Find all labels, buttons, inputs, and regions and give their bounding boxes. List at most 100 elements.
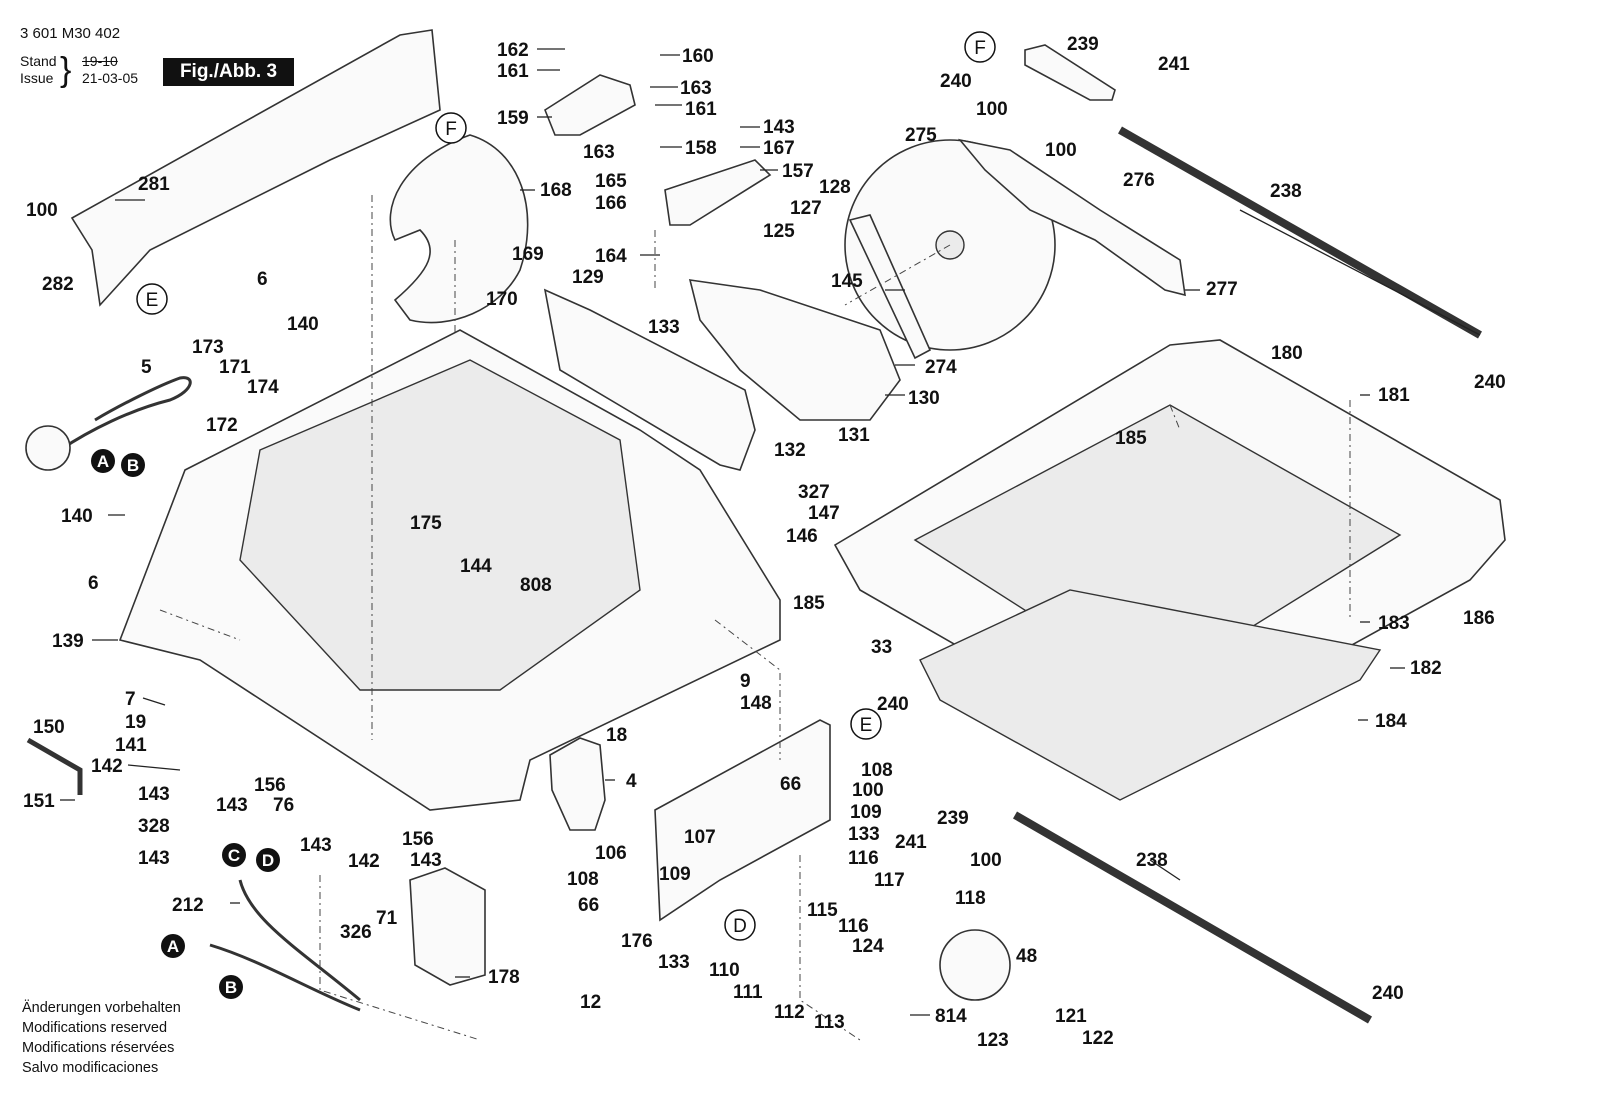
part-label: 116: [848, 848, 879, 869]
part-label: 7: [125, 689, 136, 710]
part-281-rail: [70, 29, 441, 307]
part-label: 185: [1115, 428, 1147, 449]
part-label: 12: [580, 992, 601, 1013]
part-168-guard: [389, 134, 529, 324]
assembly-line: [844, 244, 951, 306]
mod-line-fr: Modifications réservées: [22, 1040, 175, 1056]
part-238-rod-top: [1118, 126, 1482, 339]
part-label: 6: [257, 269, 268, 290]
part-label: 123: [977, 1030, 1009, 1051]
part-label: 328: [138, 816, 170, 837]
part-label: 127: [790, 198, 822, 219]
part-label: 172: [206, 415, 238, 436]
svg-text:E: E: [860, 715, 873, 736]
part-label: 147: [808, 503, 840, 524]
part-label: 100: [976, 99, 1008, 120]
part-label: 156: [402, 829, 434, 850]
part-label: 116: [838, 916, 869, 937]
part-label: 76: [273, 795, 294, 816]
mod-line-es: Salvo modificaciones: [22, 1060, 159, 1076]
part-129-plate: [543, 288, 756, 471]
marker-e-right: E: [850, 708, 882, 740]
part-label: 170: [486, 289, 518, 310]
part-label: 112: [774, 1002, 805, 1023]
svg-text:F: F: [974, 38, 986, 59]
leader-line: [127, 764, 181, 771]
marker-a-plug: A: [91, 449, 115, 473]
part-label: 133: [848, 824, 880, 845]
part-label: 139: [52, 631, 84, 652]
part-label: 142: [91, 756, 123, 777]
marker-a-cable: A: [161, 934, 185, 958]
svg-text:E: E: [146, 290, 159, 311]
marker-b-cable: B: [219, 975, 243, 999]
part-label: 327: [798, 482, 830, 503]
document-id: 3 601 M30 402: [20, 25, 121, 42]
part-label: 174: [247, 377, 279, 398]
part-label: 183: [1378, 613, 1410, 634]
part-label: 118: [955, 888, 986, 909]
part-label: 178: [488, 967, 520, 988]
part-277-arm: [957, 138, 1186, 297]
svg-text:F: F: [445, 119, 457, 140]
part-label: 141: [115, 735, 147, 756]
part-label: 171: [219, 357, 251, 378]
mod-line-en: Modifications reserved: [22, 1020, 168, 1036]
marker-c-cable: C: [222, 843, 246, 867]
part-139-inner: [239, 359, 641, 691]
figure-badge: Fig./Abb. 3: [163, 58, 294, 86]
part-274-link: [848, 214, 932, 360]
assembly-lines: [159, 195, 1351, 1041]
revision-block: Stand Issue } 19-10 21-03-05: [20, 53, 138, 87]
part-118-knob: [939, 929, 1011, 1001]
part-label: 173: [192, 337, 224, 358]
stand-value: 19-10: [82, 53, 118, 69]
assembly-line: [714, 619, 781, 760]
part-label: 18: [606, 725, 627, 746]
part-label: 240: [1474, 372, 1506, 393]
part-label: 144: [460, 556, 492, 577]
part-239-bracket-top: [1024, 44, 1116, 101]
marker-d-knob: D: [724, 909, 756, 941]
part-178-box: [409, 867, 486, 986]
part-label: 110: [709, 960, 740, 981]
part-label: 239: [937, 808, 969, 829]
part-label: 109: [659, 864, 691, 885]
part-label: 241: [1158, 54, 1190, 75]
part-label: 164: [595, 246, 627, 267]
part-4-switch: [549, 737, 606, 831]
part-label: 143: [216, 795, 248, 816]
part-label: 146: [786, 526, 818, 547]
part-label: 143: [300, 835, 332, 856]
part-5-cord: [59, 376, 192, 452]
part-label: 175: [410, 513, 442, 534]
part-label: 132: [774, 440, 806, 461]
part-label: 33: [871, 637, 892, 658]
assembly-line: [319, 875, 481, 1041]
part-cable-ab: [209, 943, 361, 1012]
part-label: 274: [925, 357, 957, 378]
part-label: 161: [685, 99, 717, 120]
part-label: 275: [905, 125, 937, 146]
part-label: 161: [497, 61, 529, 82]
svg-text:D: D: [733, 916, 747, 937]
part-130-guard: [688, 279, 901, 421]
marker-d-cable: D: [256, 848, 280, 872]
leader-line: [142, 697, 166, 706]
part-label: 240: [940, 71, 972, 92]
part-label: 167: [763, 138, 795, 159]
part-label: 181: [1378, 385, 1410, 406]
part-label: 140: [287, 314, 319, 335]
part-106-plate: [654, 719, 831, 922]
leader-lines: [60, 48, 1481, 1016]
part-label: 162: [497, 40, 529, 61]
part-label: 100: [26, 200, 58, 221]
part-label: 240: [1372, 983, 1404, 1004]
stand-label: Stand: [20, 53, 57, 69]
marker-f-right: F: [964, 31, 996, 63]
marker-e-left: E: [136, 283, 168, 315]
part-label: 142: [348, 851, 380, 872]
part-label: 277: [1206, 279, 1238, 300]
